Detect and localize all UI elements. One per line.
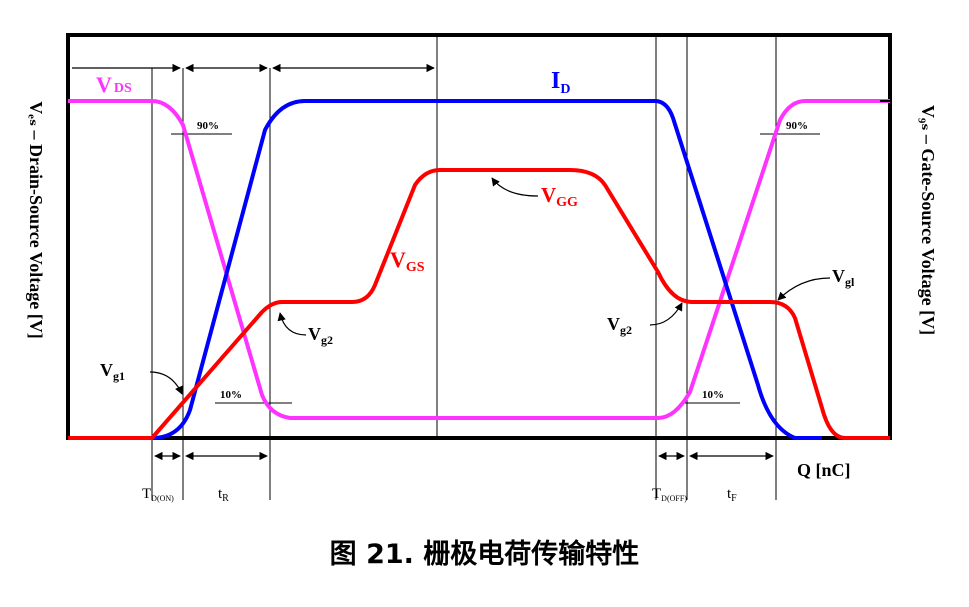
pct90-left-label: 90% bbox=[197, 120, 219, 132]
td-off-label: TD(OFF) bbox=[652, 486, 687, 503]
x-axis-label: Q [nC] bbox=[797, 460, 851, 480]
tf-label: tF bbox=[727, 486, 737, 504]
pct90-right-label: 90% bbox=[786, 120, 808, 132]
td-on-label: TD(ON) bbox=[142, 486, 174, 503]
figure-caption: 图 21. 栅极电荷传输特性 bbox=[329, 539, 640, 570]
vgs-label: VGS bbox=[390, 247, 425, 275]
vg1-right-label: Vgl bbox=[832, 266, 855, 289]
vg2-left-label: Vg2 bbox=[308, 324, 333, 347]
left-axis-label: Vₑₛ – Drain-Source Voltage [V] bbox=[26, 101, 46, 338]
vg1-left-label: Vg1 bbox=[100, 360, 125, 383]
pct10-left-label: 10% bbox=[220, 389, 242, 401]
pct10-right-label: 10% bbox=[702, 389, 724, 401]
vds-curve bbox=[68, 99, 890, 420]
percent-guide-lines bbox=[171, 133, 820, 404]
vgs-curve bbox=[68, 168, 890, 440]
timing-guide-lines bbox=[151, 35, 777, 500]
annotation-pointers bbox=[149, 177, 831, 395]
plot-frame bbox=[66, 33, 892, 440]
id-label: ID bbox=[551, 68, 570, 97]
tr-label: tR bbox=[218, 486, 229, 504]
right-axis-label: V₉ₛ – Gate-Source Voltage [V] bbox=[918, 105, 938, 335]
id-curve bbox=[151, 99, 822, 440]
vg2-right-label: Vg2 bbox=[607, 314, 632, 337]
vgg-label: VGG bbox=[541, 183, 578, 210]
